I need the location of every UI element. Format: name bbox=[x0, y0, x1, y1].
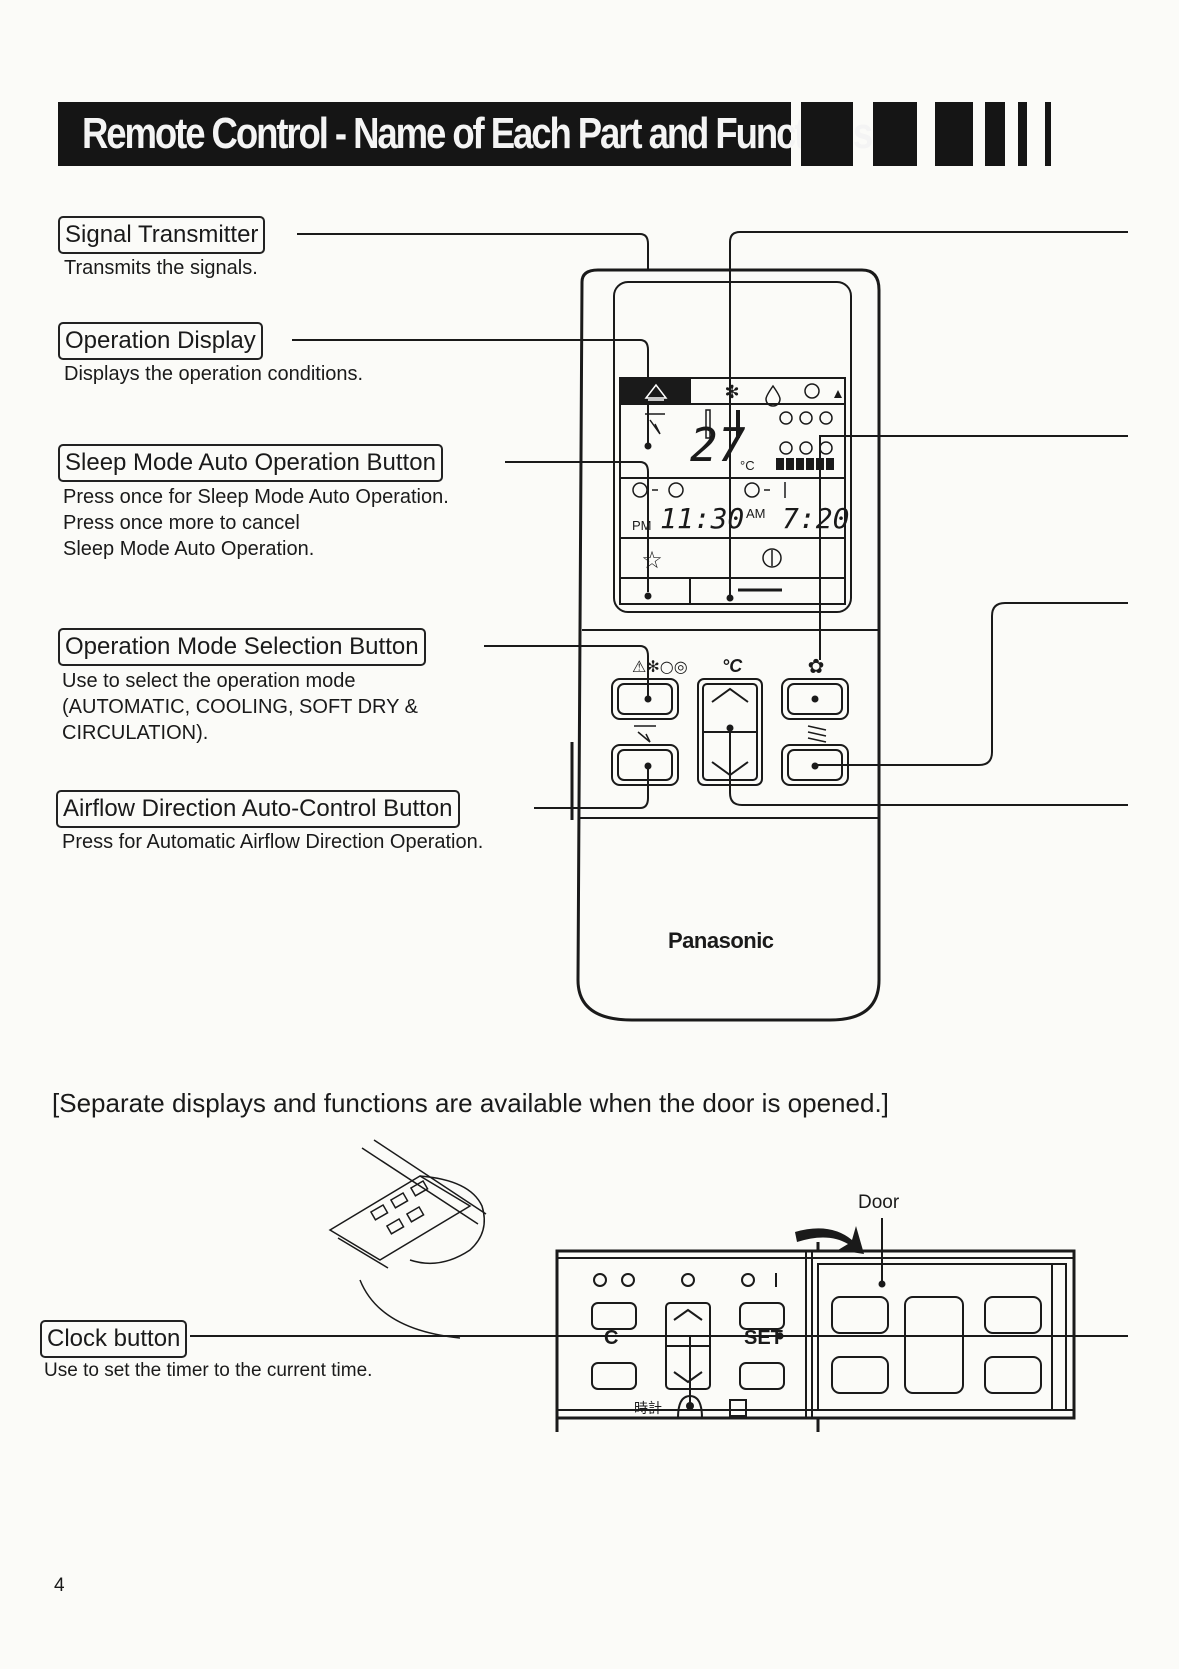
svg-text:⚠✻○◎: ⚠✻○◎ bbox=[632, 657, 688, 676]
lcd-timer-on-time: 7:20 bbox=[782, 502, 850, 535]
operation-mode-button-description: Use to select the operation mode (AUTOMA… bbox=[62, 670, 418, 744]
lcd-timer-on-period: AM bbox=[746, 506, 766, 521]
clock-button-description: Use to set the timer to the current time… bbox=[44, 1360, 373, 1381]
door-label: Door bbox=[858, 1192, 900, 1213]
set-button-label: SET bbox=[744, 1327, 783, 1349]
operation-display-description: Displays the operation conditions. bbox=[64, 363, 364, 385]
temperature-button-label: °C bbox=[722, 656, 743, 676]
svg-text:☆: ☆ bbox=[641, 546, 663, 574]
airflow-direction-button-description: Press for Automatic Airflow Direction Op… bbox=[62, 831, 484, 853]
operation-mode-button-label: Operation Mode Selection Button bbox=[58, 628, 426, 666]
title-decor-block bbox=[873, 102, 917, 166]
page-number: 4 bbox=[54, 1575, 65, 1596]
title-decor-block bbox=[985, 102, 1005, 166]
lcd-frame bbox=[613, 281, 852, 613]
sleep-mode-button-label: Sleep Mode Auto Operation Button bbox=[58, 444, 443, 482]
title-decor-block bbox=[1018, 102, 1027, 166]
clock-label: 時計 bbox=[634, 1400, 662, 1416]
svg-text:✻: ✻ bbox=[724, 382, 739, 403]
remote-body-outline bbox=[576, 268, 881, 1022]
page-title: Remote Control - Name of Each Part and F… bbox=[82, 109, 873, 158]
svg-text:✿: ✿ bbox=[808, 654, 825, 678]
lcd-timer-off-time: 11:30 bbox=[660, 502, 745, 535]
clock-button-label: Clock button bbox=[40, 1320, 188, 1358]
signal-transmitter-description: Transmits the signals. bbox=[64, 257, 258, 279]
sleep-mode-button-description: Press once for Sleep Mode Auto Operation… bbox=[63, 486, 449, 560]
lcd-temperature: 27 bbox=[690, 418, 746, 472]
cancel-button-label: C bbox=[604, 1327, 619, 1349]
operation-display-label: Operation Display bbox=[58, 322, 263, 360]
title-decor-block bbox=[1045, 102, 1051, 166]
title-decor-block bbox=[801, 102, 853, 166]
lcd-temp-unit: °C bbox=[740, 458, 755, 473]
door-open-note: [Separate displays and functions are ava… bbox=[52, 1088, 889, 1118]
airflow-direction-button-label: Airflow Direction Auto-Control Button bbox=[56, 790, 460, 828]
lcd-timer-off-period: PM bbox=[632, 518, 652, 533]
title-bar bbox=[58, 102, 791, 166]
title-decor-block bbox=[935, 102, 973, 166]
brand-logo: Panasonic bbox=[668, 928, 774, 953]
signal-transmitter-label: Signal Transmitter bbox=[58, 216, 266, 254]
